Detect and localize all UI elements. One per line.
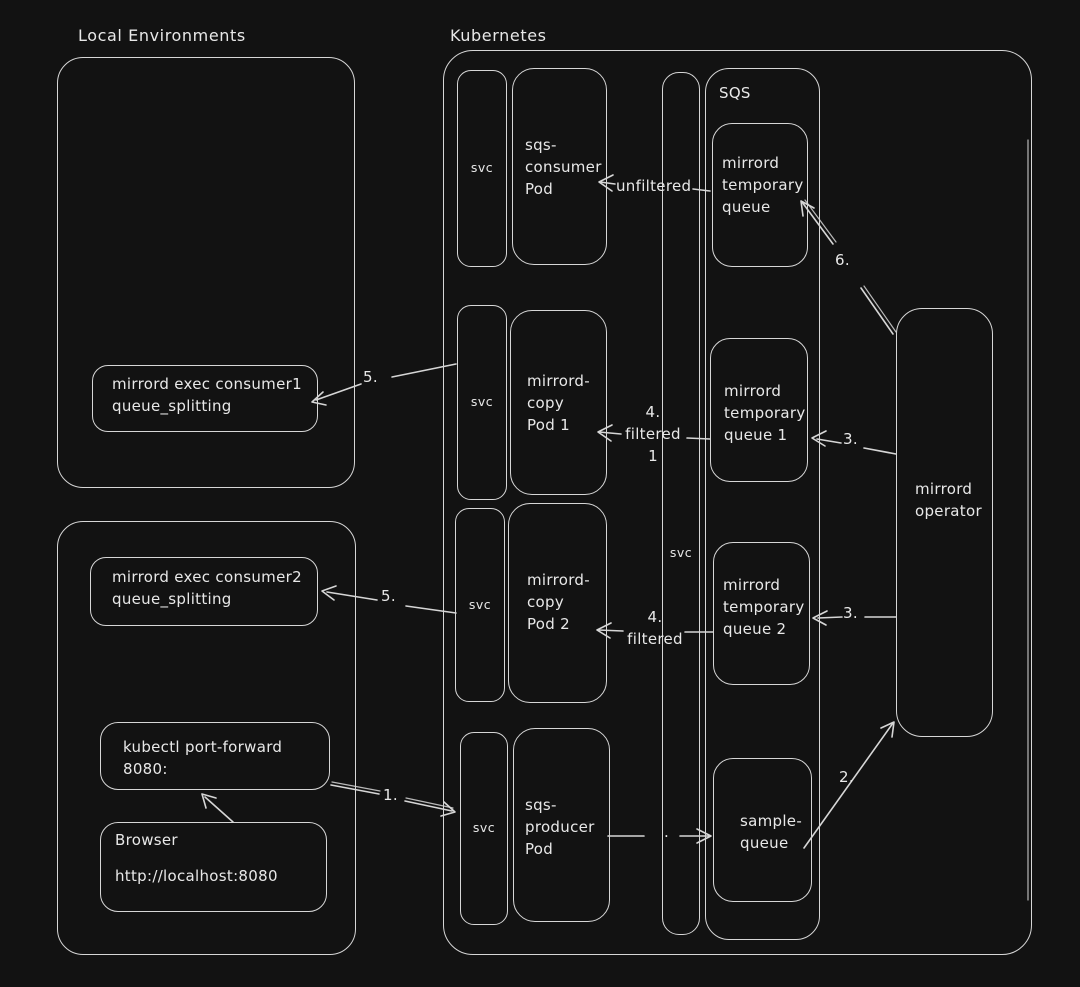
step-2-label: 2. [839,768,854,786]
filtered-2-label: 4. filtered [627,608,683,649]
sqs-consumer-pod-box [512,68,607,265]
mirrord-exec-consumer2-box [90,557,318,626]
mirrord-temporary-queue-box [712,123,808,267]
producer-arrow-dot-label: . [664,823,670,841]
sqs-title-label: SQS [719,84,751,102]
unfiltered-label: unfiltered [616,177,692,195]
sqs-container [705,68,820,940]
local-environments-title: Local Environments [78,26,246,45]
mirrord-exec-consumer2-label: mirrord exec consumer2 queue_splitting [112,568,302,608]
step-3b-label: 3. [843,604,858,622]
local-environment-2-container [57,521,356,955]
svc-copy2-label: svc [468,596,492,612]
sqs-producer-pod-box [513,728,610,922]
mirrord-temporary-queue1-label: mirrord temporary queue 1 [724,382,806,444]
svc-bar-box [662,72,700,935]
sample-queue-label: sample- queue [740,812,803,852]
svc-producer-label: svc [472,820,496,836]
step-1-label: 1. [383,786,398,804]
mirrord-operator-label: mirrord operator [915,480,982,520]
step-5a-label: 5. [363,368,378,386]
svc-box-producer: svc [460,732,508,925]
sqs-consumer-pod-label: sqs- consumer Pod [525,136,602,198]
step-5b-label: 5. [381,587,396,605]
svc-copy1-label: svc [470,394,494,410]
kubectl-port-forward-box [100,722,330,790]
step-6-label: 6. [835,251,850,269]
mirrord-temporary-queue2-label: mirrord temporary queue 2 [723,576,805,638]
mirrord-copy-pod1-box [510,310,607,495]
sqs-producer-pod-label: sqs- producer Pod [525,796,595,858]
mirrord-operator-box [896,308,993,737]
kubectl-port-forward-label: kubectl port-forward 8080: [123,738,283,778]
local-environment-1-container [57,57,355,488]
mirrord-temporary-queue-label: mirrord temporary queue [722,154,804,216]
svc-consumer-label: svc [470,160,494,176]
mirrord-exec-consumer1-label: mirrord exec consumer1 queue_splitting [112,375,302,415]
mirrord-copy-pod2-label: mirrord- copy Pod 2 [527,571,590,633]
mirrord-copy-pod1-label: mirrord- copy Pod 1 [527,372,590,434]
filtered-1-label: 4. filtered 1 [625,403,681,466]
mirrord-copy-pod2-box [508,503,607,703]
kubernetes-title: Kubernetes [450,26,547,45]
kubernetes-container [443,50,1032,955]
svc-bar-label: svc [669,545,693,560]
svc-box-copy1: svc [457,305,507,500]
svc-box-consumer: svc [457,70,507,267]
svc-box-copy2: svc [455,508,505,702]
mirrord-temporary-queue2-box [713,542,810,685]
browser-title-label: Browser [115,831,178,849]
step-3a-label: 3. [843,430,858,448]
mirrord-temporary-queue1-box [710,338,808,482]
browser-url-label: http://localhost:8080 [115,867,278,885]
